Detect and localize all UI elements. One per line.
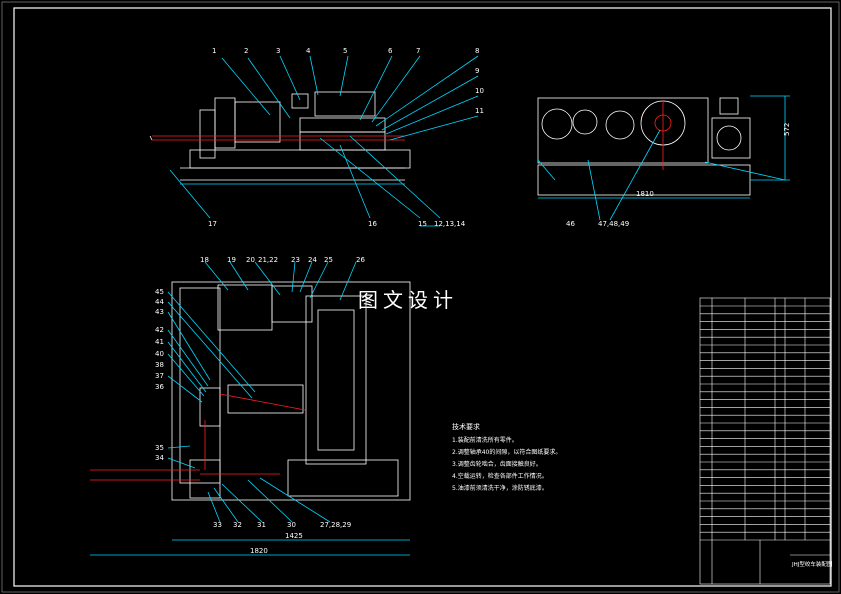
front-label-3: 3 bbox=[276, 47, 280, 55]
drawing-title: JHJ型绞车装配图 bbox=[791, 560, 833, 568]
side-view-labels: 46 47,48,49 1810 572 bbox=[566, 123, 791, 228]
tech-note-1: 1.装配前清洗所有零件。 bbox=[452, 436, 518, 444]
plan-label-19: 19 bbox=[227, 256, 236, 264]
plan-label-18: 18 bbox=[200, 256, 209, 264]
side-label-46: 46 bbox=[566, 220, 575, 228]
front-label-2: 2 bbox=[244, 47, 248, 55]
plan-label-31: 31 bbox=[257, 521, 266, 529]
tech-note-4: 4.空载运转，检查各部件工作情况。 bbox=[452, 472, 548, 480]
front-label-15: 15 bbox=[418, 220, 427, 228]
plan-label-36: 36 bbox=[155, 383, 164, 391]
plan-label-20: 20 bbox=[246, 256, 255, 264]
plan-label-33: 33 bbox=[213, 521, 222, 529]
plan-view-labels: 18 19 20 21,22 23 24 25 26 45 44 43 42 4… bbox=[155, 256, 365, 555]
tech-notes: 技术要求 1.装配前清洗所有零件。 2.调整轴承40的间隙，以符合图纸要求。 3… bbox=[452, 422, 561, 492]
front-label-16: 16 bbox=[368, 220, 377, 228]
front-label-10: 10 bbox=[475, 87, 484, 95]
front-label-4: 4 bbox=[306, 47, 311, 55]
front-label-1: 1 bbox=[212, 47, 216, 55]
plan-label-38: 38 bbox=[155, 361, 164, 369]
front-label-9: 9 bbox=[475, 67, 479, 75]
plan-label-40: 40 bbox=[155, 350, 164, 358]
front-label-7: 7 bbox=[416, 47, 420, 55]
plan-label-24: 24 bbox=[308, 256, 317, 264]
plan-overall-dim: 1820 bbox=[250, 547, 268, 555]
plan-label-35: 35 bbox=[155, 444, 164, 452]
front-label-8: 8 bbox=[475, 47, 479, 55]
plan-label-26: 26 bbox=[356, 256, 365, 264]
tech-note-3: 3.调整齿轮啮合，齿面接触良好。 bbox=[452, 460, 542, 468]
plan-label-27-28-29: 27,28,29 bbox=[320, 521, 351, 529]
front-label-17: 17 bbox=[208, 220, 217, 228]
plan-label-37: 37 bbox=[155, 372, 164, 380]
plan-label-21-22: 21,22 bbox=[258, 256, 278, 264]
plan-inner-dim: 1425 bbox=[285, 532, 303, 540]
tech-notes-title: 技术要求 bbox=[452, 422, 480, 431]
front-view-labels: 1 2 3 4 5 6 7 8 9 10 11 17 16 15 12,13,1… bbox=[208, 47, 484, 228]
plan-label-30: 30 bbox=[287, 521, 296, 529]
plan-view bbox=[90, 261, 411, 556]
plan-label-41: 41 bbox=[155, 338, 164, 346]
front-label-6: 6 bbox=[388, 47, 393, 55]
tech-note-5: 5.油漆前须清洗干净，涂防锈底漆。 bbox=[452, 484, 548, 492]
front-view bbox=[149, 55, 479, 227]
front-label-5: 5 bbox=[343, 47, 347, 55]
front-label-11: 11 bbox=[475, 107, 484, 115]
inner-frame bbox=[13, 7, 832, 587]
front-label-12-13-14: 12,13,14 bbox=[434, 220, 466, 228]
side-view bbox=[537, 95, 790, 221]
watermark: 图文设计 bbox=[358, 288, 458, 312]
plan-label-45: 45 bbox=[155, 288, 164, 296]
plan-label-44: 44 bbox=[155, 298, 164, 306]
plan-label-34: 34 bbox=[155, 454, 164, 462]
side-label-47-48-49: 47,48,49 bbox=[598, 220, 629, 228]
plan-label-23: 23 bbox=[291, 256, 300, 264]
parts-list bbox=[699, 297, 831, 585]
side-height-dim: 572 bbox=[783, 123, 791, 136]
tech-note-2: 2.调整轴承40的间隙，以符合图纸要求。 bbox=[452, 448, 561, 456]
plan-label-42: 42 bbox=[155, 326, 164, 334]
plan-label-43: 43 bbox=[155, 308, 164, 316]
plan-label-32: 32 bbox=[233, 521, 242, 529]
side-width-dim: 1810 bbox=[636, 190, 654, 198]
plan-label-25: 25 bbox=[324, 256, 333, 264]
